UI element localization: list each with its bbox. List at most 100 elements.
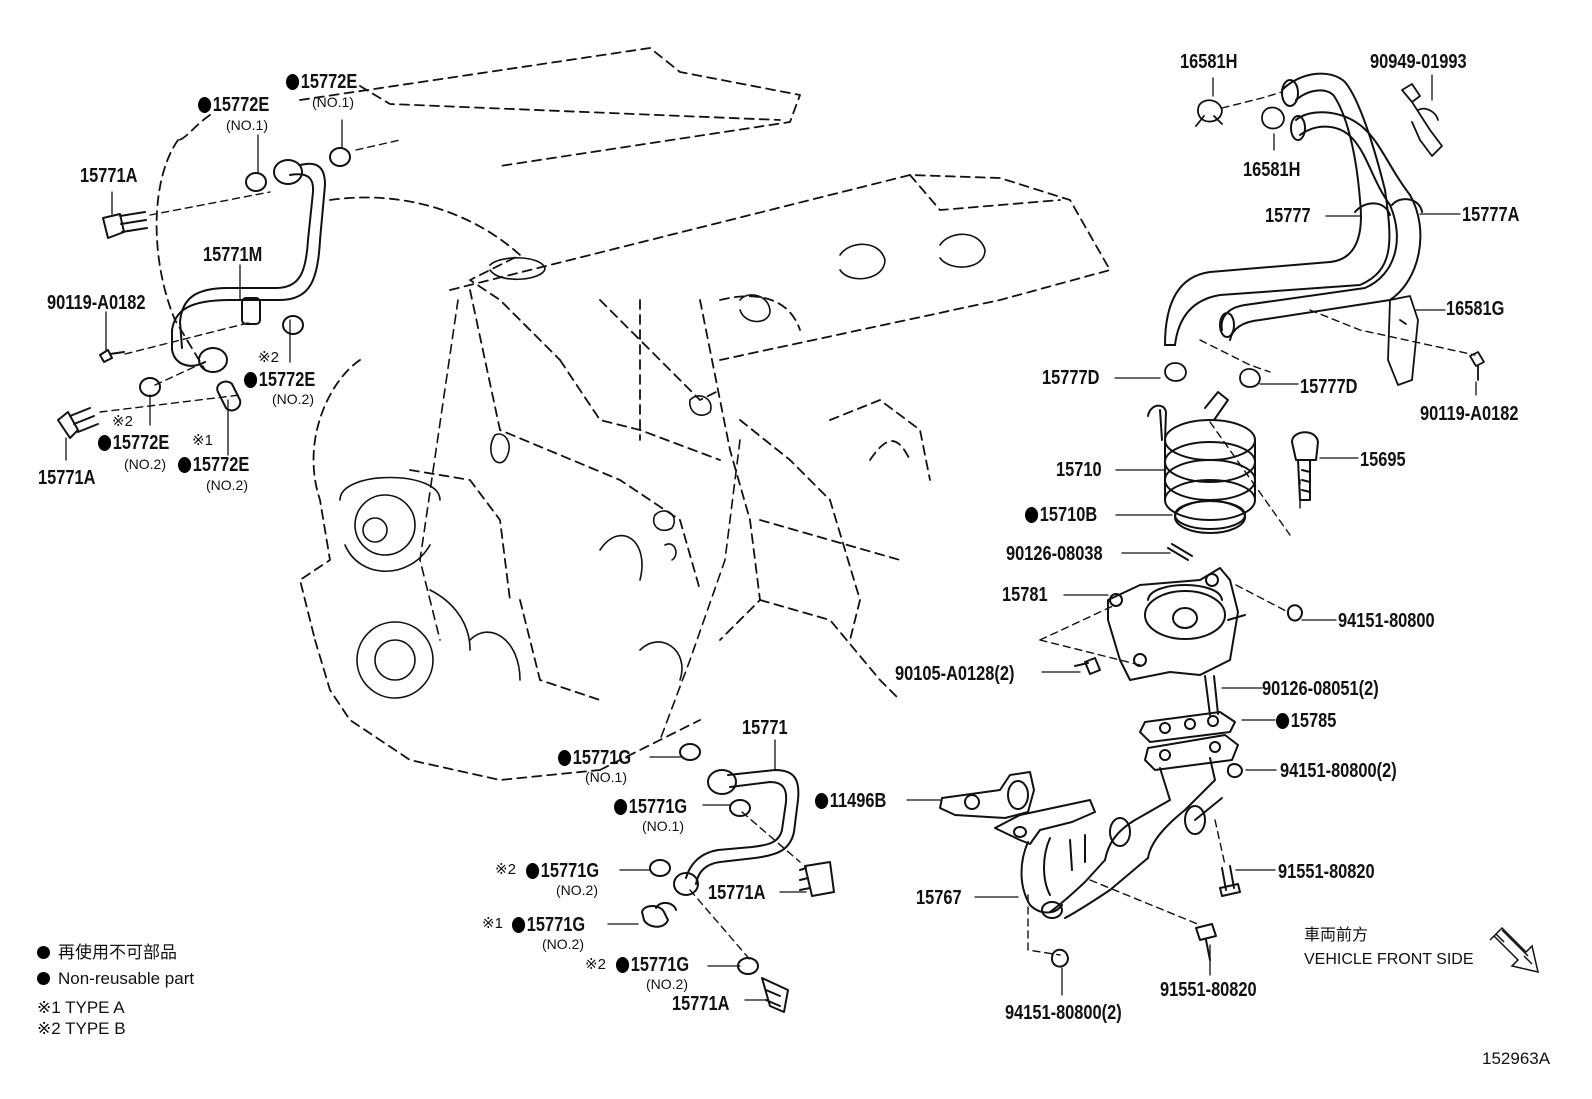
legend-non-reusable-en: Non-reusable part xyxy=(37,970,194,987)
label-15710b: 15710B xyxy=(1025,505,1097,525)
direction-en: VEHICLE FRONT SIDE xyxy=(1304,951,1474,968)
engine-details xyxy=(339,233,986,699)
cooler-bracket xyxy=(1074,567,1303,716)
label-15772e-no2-a: 15772E xyxy=(244,370,315,390)
label-15772e-no1-left-sub: (NO.1) xyxy=(226,117,268,133)
label-15777d-left: 15777D xyxy=(1042,367,1100,389)
assembly-leaders xyxy=(906,769,1277,996)
label-15771g-no1-b-sub: (NO.1) xyxy=(642,818,684,834)
mark-type-b: ※2 xyxy=(258,349,279,366)
label-15772e-no2-b-sub: (NO.2) xyxy=(124,456,166,472)
cooler-leaders xyxy=(1115,457,1359,554)
non-reusable-icon xyxy=(286,74,300,90)
label-91551-80820-a: 91551-80820 xyxy=(1278,861,1375,883)
label-15772e-no1-left: 15772E xyxy=(198,95,269,115)
label-16581g: 16581G xyxy=(1446,298,1505,320)
label-15772e-no2-c: 15772E xyxy=(178,455,249,475)
figure-id: 152963A xyxy=(1482,1049,1551,1068)
label-15767: 15767 xyxy=(916,887,962,909)
non-reusable-icon xyxy=(512,917,526,933)
non-reusable-icon xyxy=(616,957,630,973)
label-15771g-no1-b: 15771G xyxy=(614,797,687,817)
label-90105-a0128: 90105-A0128(2) xyxy=(895,663,1015,685)
coolant-hoses xyxy=(1164,72,1423,346)
label-15771g-no1-a: 15771G xyxy=(558,748,631,768)
label-15771m: 15771M xyxy=(203,244,263,266)
mark-type-b: ※2 xyxy=(585,956,606,973)
label-15777a: 15777A xyxy=(1462,204,1520,226)
label-16581h-top: 16581H xyxy=(1180,51,1238,73)
front-side-arrow-icon xyxy=(1489,926,1540,974)
label-15771a-bottom: 15771A xyxy=(672,993,730,1015)
label-15771a-bottom-mid: 15771A xyxy=(708,882,766,904)
non-reusable-icon xyxy=(37,972,50,985)
left-oil-pipe xyxy=(57,147,351,439)
label-15771g-no2-b: 15771G xyxy=(512,915,585,935)
bottom-leaders xyxy=(607,739,807,1001)
label-15771a-bottom-left: 15771A xyxy=(38,467,96,489)
label-11496b: 11496B xyxy=(815,791,886,811)
non-reusable-icon xyxy=(1025,507,1039,523)
hose-clamps xyxy=(1164,83,1485,388)
label-90126-08038: 90126-08038 xyxy=(1006,543,1103,565)
mark-type-b: ※2 xyxy=(112,413,133,430)
mark-type-a: ※1 xyxy=(192,432,213,449)
non-reusable-icon xyxy=(37,946,50,959)
label-15771g-no2-c: 15771G xyxy=(616,955,689,975)
non-reusable-icon xyxy=(815,793,829,809)
label-15772e-no2-b: 15772E xyxy=(98,433,169,453)
label-16581h-mid: 16581H xyxy=(1243,159,1301,181)
label-15695: 15695 xyxy=(1360,449,1406,471)
non-reusable-icon xyxy=(98,435,112,451)
label-15777d-right: 15777D xyxy=(1300,376,1358,398)
label-90126-08051: 90126-08051(2) xyxy=(1262,678,1379,700)
non-reusable-icon xyxy=(198,97,212,113)
label-15771g-no2-c-sub: (NO.2) xyxy=(646,976,688,992)
gasket xyxy=(1139,711,1236,743)
label-90119-a0182-left: 90119-A0182 xyxy=(47,292,146,314)
assembly-dashes xyxy=(1027,819,1226,956)
label-15771: 15771 xyxy=(742,717,788,739)
direction-jp: 車両前方 xyxy=(1304,927,1369,944)
legend-type-b: ※2 TYPE B xyxy=(37,1019,126,1038)
label-15771g-no2-a: 15771G xyxy=(526,861,599,881)
label-15772e-no2-c-sub: (NO.2) xyxy=(206,477,248,493)
label-94151-80800: 94151-80800 xyxy=(1338,610,1435,632)
mark-type-a: ※1 xyxy=(482,915,503,932)
oil-pipe-assembly xyxy=(939,734,1243,968)
label-94151-80800-2-a: 94151-80800(2) xyxy=(1280,760,1397,782)
non-reusable-icon xyxy=(614,799,628,815)
label-15772e-no1-right-sub: (NO.1) xyxy=(312,94,354,110)
right-upper-leaders xyxy=(1114,74,1477,396)
mark-type-b: ※2 xyxy=(495,861,516,878)
label-15771g-no1-a-sub: (NO.1) xyxy=(585,769,627,785)
label-90949-01993: 90949-01993 xyxy=(1370,51,1467,73)
oil-cooler xyxy=(1147,391,1319,561)
bracket-leaders xyxy=(1041,594,1337,721)
label-15781: 15781 xyxy=(1002,584,1048,606)
label-15710: 15710 xyxy=(1056,459,1102,481)
non-reusable-icon xyxy=(558,750,572,766)
label-15777: 15777 xyxy=(1265,205,1311,227)
label-15772e-no1-right: 15772E xyxy=(286,72,357,92)
label-15771g-no2-a-sub: (NO.2) xyxy=(556,882,598,898)
right-upper-dashes xyxy=(1199,91,1476,536)
left-leaders xyxy=(65,119,343,461)
bottom-oil-pipe xyxy=(641,743,835,1013)
label-94151-80800-2-b: 94151-80800(2) xyxy=(1005,1002,1122,1024)
legend-type-a: ※1 TYPE A xyxy=(37,998,125,1017)
bracket-dashes xyxy=(1039,584,1289,666)
label-15772e-no2-a-sub: (NO.2) xyxy=(272,391,314,407)
non-reusable-icon xyxy=(178,457,192,473)
label-15785: 15785 xyxy=(1276,711,1336,731)
legend-non-reusable-jp: 再使用不可部品 xyxy=(37,944,177,961)
label-15771g-no2-b-sub: (NO.2) xyxy=(542,936,584,952)
engine-block-outline xyxy=(155,47,1111,781)
label-91551-80820-b: 91551-80820 xyxy=(1160,979,1257,1001)
non-reusable-icon xyxy=(1276,713,1290,729)
center-dashed-connector xyxy=(419,299,741,741)
label-90119-a0182-right: 90119-A0182 xyxy=(1420,403,1519,425)
bottom-leader-dashes xyxy=(689,811,801,963)
